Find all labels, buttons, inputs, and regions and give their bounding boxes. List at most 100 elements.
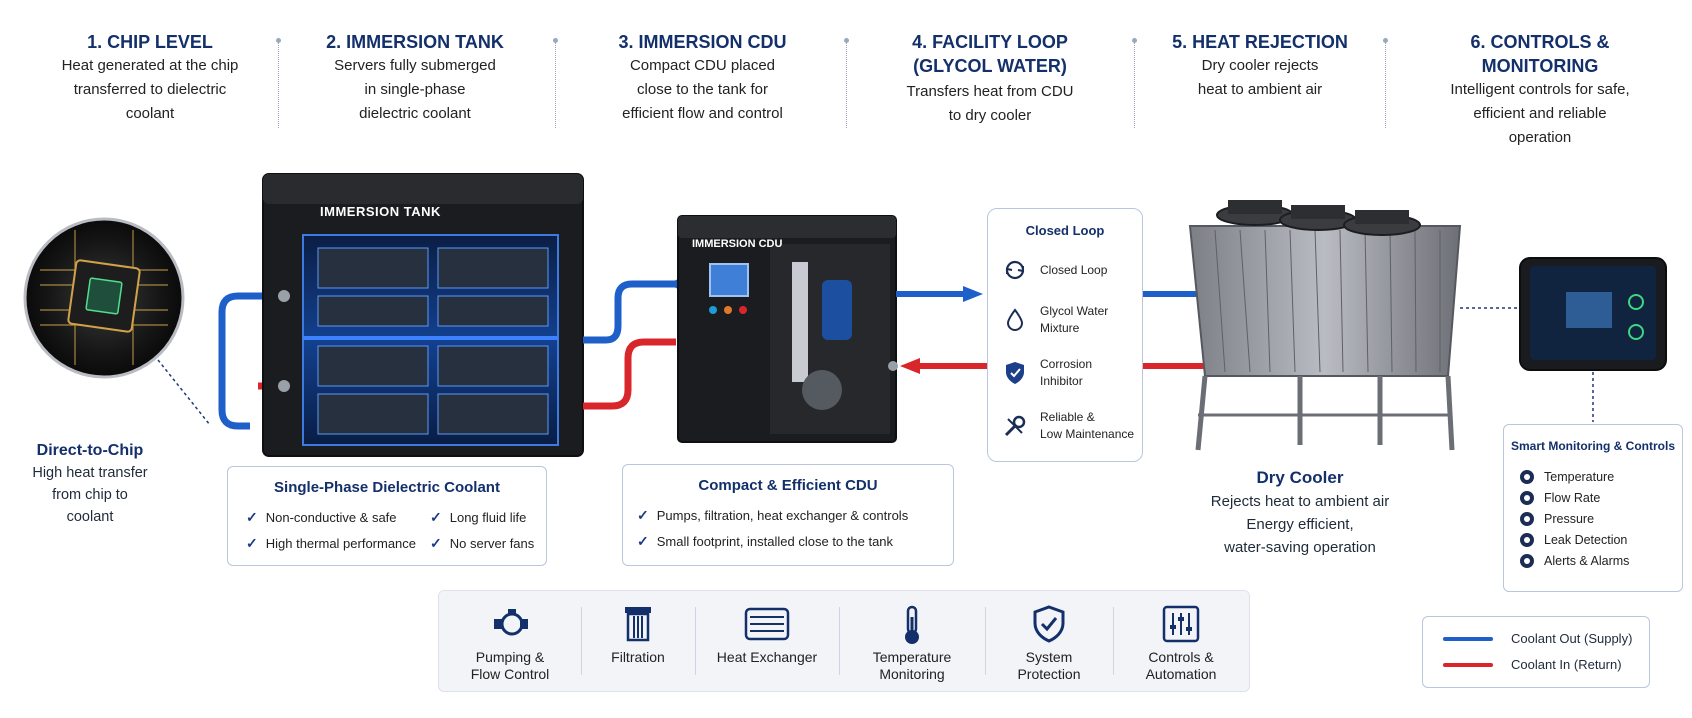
step-desc-line: Dry cooler rejects xyxy=(1201,57,1319,74)
step-desc-line: Compact CDU placed xyxy=(629,57,776,74)
monitoring-title: Smart Monitoring & Controls xyxy=(1511,439,1675,453)
feature-controls: Controls &Automation xyxy=(1113,591,1249,691)
step-divider xyxy=(276,38,281,128)
cdu-card-title: Compact & Efficient CDU xyxy=(698,477,878,494)
check-icon: ✓ xyxy=(430,535,442,551)
step-title: 2. IMMERSION TANK xyxy=(326,32,504,52)
feature-label: Pumping & xyxy=(475,649,545,665)
monitoring-item: Pressure xyxy=(1520,512,1594,526)
feature-label: System xyxy=(1025,649,1073,665)
dry-cooler-info: Dry Cooler Rejects heat to ambient air E… xyxy=(1185,466,1415,559)
step-divider xyxy=(1383,38,1388,128)
step-title: 3. IMMERSION CDU xyxy=(618,32,787,52)
filter-icon xyxy=(621,605,655,646)
coolant-card: Single-Phase Dielectric Coolant ✓Non-con… xyxy=(227,466,547,566)
chip-magnifier xyxy=(23,217,185,379)
monitoring-item: Leak Detection xyxy=(1520,533,1627,547)
check-icon: ✓ xyxy=(637,533,649,549)
step-title: 1. CHIP LEVEL xyxy=(87,32,213,52)
loop-icon xyxy=(1002,257,1028,283)
feature-divider xyxy=(581,607,582,675)
feature-label: Flow Control xyxy=(470,666,550,682)
step-facility-loop: 4. FACILITY LOOP (GLYCOL WATER) Transfer… xyxy=(880,30,1100,128)
monitoring-item: Flow Rate xyxy=(1520,491,1600,505)
feature-heat-exchanger: Heat Exchanger xyxy=(695,591,839,691)
dry-cooler-desc-line: Rejects heat to ambient air xyxy=(1210,493,1390,510)
direct-to-chip: Direct-to-Chip High heat transfer from c… xyxy=(15,440,165,528)
immersion-tank xyxy=(262,173,584,457)
step-heat-rejection: 5. HEAT REJECTION Dry cooler rejects hea… xyxy=(1155,30,1365,102)
coolant-feature: ✓Non-conductive & safe xyxy=(246,509,397,525)
step-title: 4. FACILITY LOOP xyxy=(912,32,1068,52)
feature-label: Automation xyxy=(1145,666,1217,682)
feature-label: Monitoring xyxy=(879,666,945,682)
step-desc-line: dielectric coolant xyxy=(359,105,471,122)
dry-cooler xyxy=(1188,200,1462,451)
sliders-icon xyxy=(1162,605,1200,646)
step-desc-line: Heat generated at the chip xyxy=(61,57,239,74)
step-desc-line: efficient and reliable xyxy=(1473,105,1607,122)
cdu-card: Compact & Efficient CDU ✓Pumps, filtrati… xyxy=(622,464,954,566)
step-title: 5. HEAT REJECTION xyxy=(1172,32,1348,52)
feature-bar: Pumping &Flow Control Filtration Heat Ex… xyxy=(438,590,1250,692)
step-desc-line: efficient flow and control xyxy=(622,105,783,122)
thermometer-icon xyxy=(900,605,924,648)
check-icon: ✓ xyxy=(246,535,258,551)
check-icon: ✓ xyxy=(430,509,442,525)
direct-to-chip-desc-line: coolant xyxy=(66,509,114,525)
step-desc-line: Servers fully submerged xyxy=(334,57,496,74)
closed-loop-item: Closed Loop xyxy=(1002,257,1107,283)
step-desc-line: close to the tank for xyxy=(637,81,768,98)
shield-icon xyxy=(1002,360,1028,386)
step-immersion-cdu: 3. IMMERSION CDU Compact CDU placed clos… xyxy=(590,30,815,126)
step-title: 6. CONTROLS & MONITORING xyxy=(1470,32,1610,76)
pressure-gauge-icon xyxy=(1520,512,1534,526)
coolant-feature: ✓High thermal performance xyxy=(246,535,417,551)
step-desc-line: heat to ambient air xyxy=(1197,81,1323,98)
feature-filtration: Filtration xyxy=(581,591,695,691)
wrench-icon xyxy=(1002,413,1028,439)
step-divider xyxy=(844,38,849,128)
step-divider xyxy=(1132,38,1137,128)
closed-loop-item: Reliable &Low Maintenance xyxy=(1002,409,1134,443)
coolant-card-title: Single-Phase Dielectric Coolant xyxy=(274,479,500,496)
step-desc-line: operation xyxy=(1508,129,1572,146)
step-desc-line: in single-phase xyxy=(364,81,466,98)
feature-label: Controls & xyxy=(1148,649,1214,665)
step-desc-line: to dry cooler xyxy=(948,107,1032,124)
feature-divider xyxy=(1113,607,1114,675)
legend-item-return: Coolant In (Return) xyxy=(1443,657,1622,672)
water-drop-icon xyxy=(1002,307,1028,333)
step-title-2: (GLYCOL WATER) xyxy=(913,56,1067,76)
feature-label: Temperature xyxy=(872,649,952,665)
dry-cooler-title: Dry Cooler xyxy=(1256,468,1344,487)
feature-label: Filtration xyxy=(611,649,665,665)
dry-cooler-desc-line: Energy efficient, xyxy=(1246,516,1354,533)
step-desc-line: Intelligent controls for safe, xyxy=(1450,81,1630,98)
heat-exchanger-icon xyxy=(742,605,792,646)
immersion-cdu xyxy=(677,215,897,443)
return-line-swatch xyxy=(1443,662,1493,667)
step-desc-line: transferred to dielectric xyxy=(73,81,227,98)
alarm-icon xyxy=(1520,554,1534,568)
feature-divider xyxy=(695,607,696,675)
step-divider xyxy=(553,38,558,128)
legend-item-supply: Coolant Out (Supply) xyxy=(1443,631,1632,646)
step-desc-line: Transfers heat from CDU xyxy=(906,83,1074,100)
monitoring-item: Alerts & Alarms xyxy=(1520,554,1629,568)
pump-icon xyxy=(490,605,530,646)
closed-loop-title: Closed Loop xyxy=(1025,223,1105,238)
coolant-feature: ✓No server fans xyxy=(430,535,535,551)
step-immersion-tank: 2. IMMERSION TANK Servers fully submerge… xyxy=(305,30,525,126)
step-controls-monitoring: 6. CONTROLS & MONITORING Intelligent con… xyxy=(1410,30,1670,150)
step-chip-level: 1. CHIP LEVEL Heat generated at the chip… xyxy=(40,30,260,126)
feature-label: Protection xyxy=(1017,666,1081,682)
direct-to-chip-title: Direct-to-Chip xyxy=(36,442,144,459)
monitoring-item: Temperature xyxy=(1520,470,1614,484)
legend: Coolant Out (Supply) Coolant In (Return) xyxy=(1422,616,1650,688)
